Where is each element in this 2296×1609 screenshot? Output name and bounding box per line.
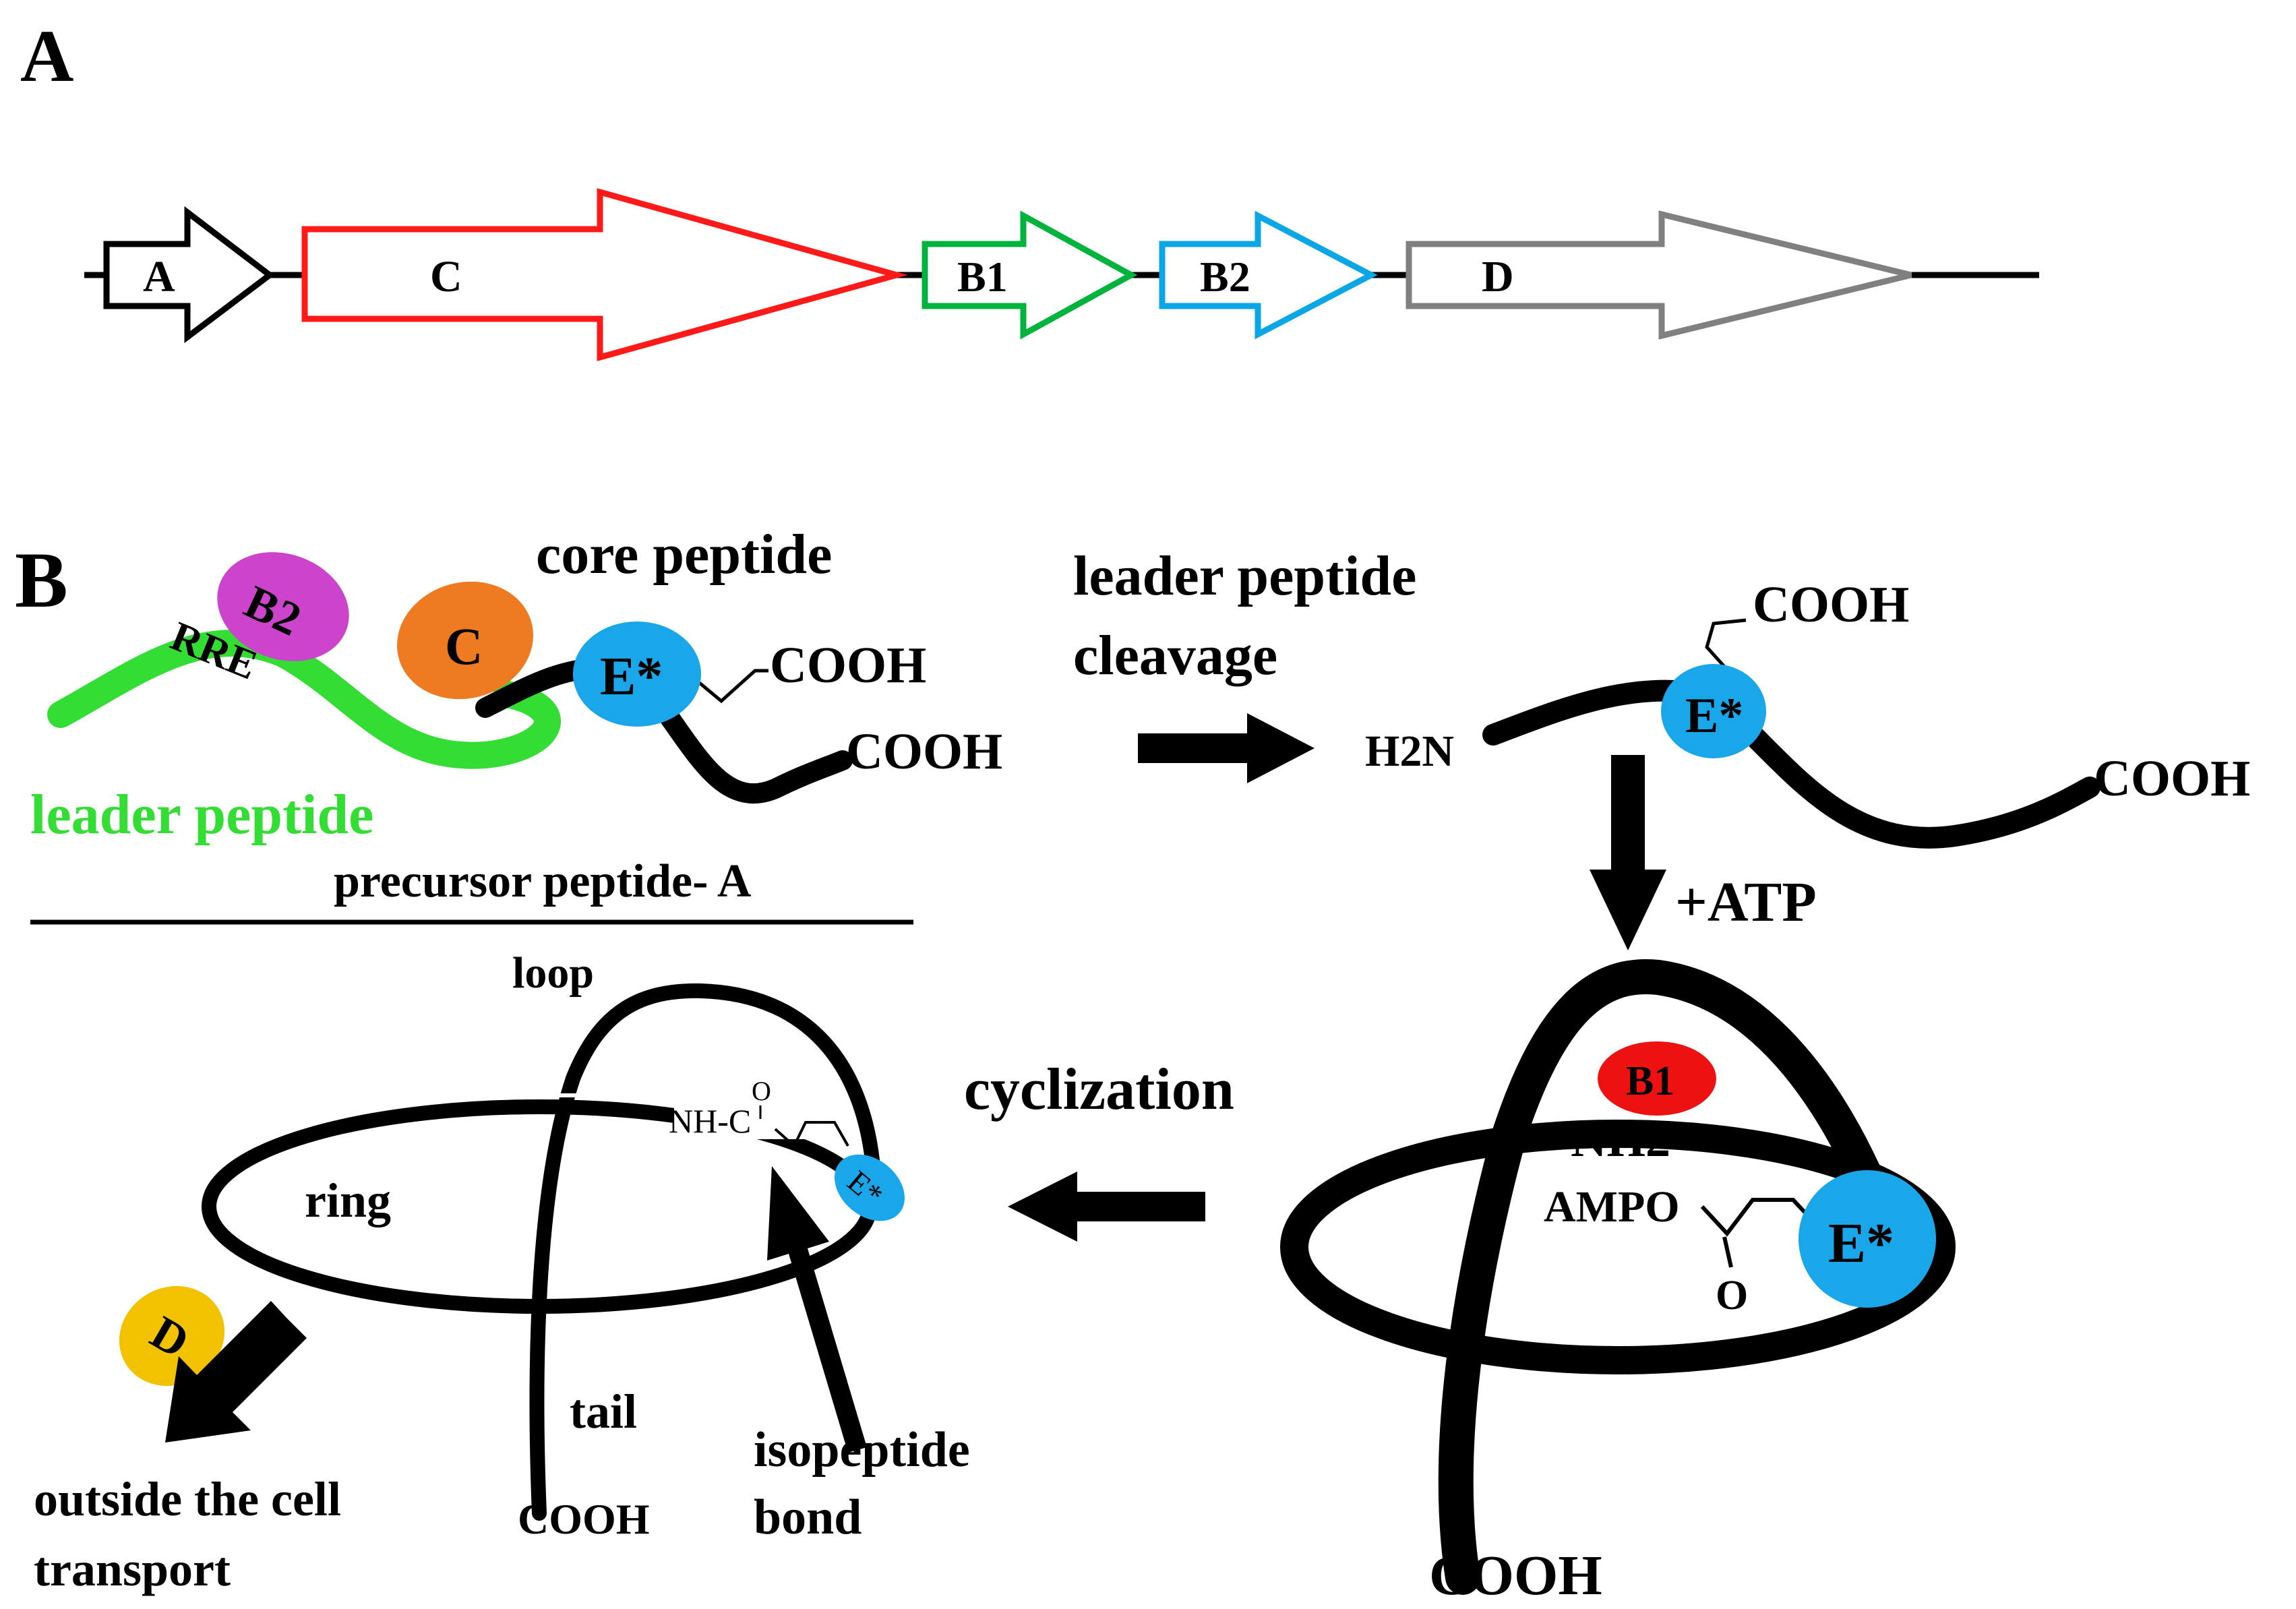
lasso-loop-tail-strand — [529, 983, 880, 1521]
b1-protein — [1598, 1041, 1716, 1116]
gene-arrow-c — [301, 188, 908, 361]
cleavage-label-line1: leader peptide — [1073, 545, 1416, 607]
c-protein-label: C — [445, 617, 483, 675]
gene-cluster: A C B1 B2 D — [84, 188, 2039, 361]
panel-a-label: A — [20, 15, 73, 97]
nh-c-label: NH-C — [669, 1102, 751, 1140]
ampo-label: AMPO — [1544, 1182, 1680, 1232]
cleaved-c-terminal-cooh: COOH — [2094, 750, 2250, 807]
side-chain-cooh-label: COOH — [770, 637, 926, 694]
activated-ring — [1280, 1120, 1956, 1374]
isopeptide-label-line2: bond — [754, 1490, 862, 1545]
gene-label-b1: B1 — [957, 253, 1008, 301]
core-peptide-strand-right — [657, 704, 853, 803]
nh2-label: NH2 — [1571, 1112, 1670, 1167]
ring-gap-mask — [674, 1099, 836, 1139]
carbonyl-o-label: O — [1716, 1273, 1748, 1318]
gene-label-a: A — [143, 252, 175, 301]
cyclization-label: cyclization — [964, 1057, 1234, 1122]
export-arrow — [165, 1301, 307, 1443]
cleaved-h2n-label: H2N — [1365, 727, 1454, 776]
b1-protein-label: B1 — [1626, 1058, 1674, 1104]
gene-arrow-b2 — [1159, 210, 1378, 340]
e-star-label: E* — [600, 647, 663, 706]
precursor-title: precursor peptide- A — [334, 855, 752, 907]
ring-label: ring — [305, 1174, 391, 1227]
isopeptide-o-label: O — [752, 1076, 771, 1106]
cleaved-peptide-strand-right — [1742, 724, 2101, 849]
cyclization-arrow — [1008, 1172, 1205, 1242]
gene-label-d: D — [1482, 252, 1514, 301]
carbonyl-double-bond — [1722, 1236, 1733, 1268]
activated-e-star-label: E* — [1828, 1212, 1894, 1275]
panel-b-label: B — [15, 536, 68, 624]
cleaved-glu-side-chain — [1705, 618, 1747, 675]
gene-arrow-a — [103, 206, 275, 344]
export-label-line2: transport — [34, 1542, 231, 1596]
export-label-line1: outside the cell — [34, 1472, 341, 1526]
c-terminal-cooh-label: COOH — [846, 723, 1002, 780]
cleavage-label-line2: cleavage — [1073, 624, 1277, 687]
leader-peptide-label: leader peptide — [30, 783, 373, 846]
glu-side-chain — [679, 666, 768, 704]
e-star-residue — [573, 621, 701, 727]
lasso-peptide: loop ring NH-C O E* tail COOH isopeptide… — [202, 948, 970, 1545]
lasso-cooh-label: COOH — [518, 1495, 650, 1543]
gene-arrow-d — [1406, 210, 1912, 340]
leader-peptide-strand — [47, 630, 561, 769]
loop-label: loop — [512, 948, 594, 998]
d-protein — [119, 1285, 225, 1387]
gene-arrow-b1 — [922, 210, 1138, 340]
isopeptide-chain — [774, 1121, 849, 1149]
gene-label-b2: B2 — [1200, 253, 1250, 301]
activated-intermediate: B1 NH2 AMPO O E* COOH — [1280, 959, 1956, 1607]
cleaved-e-star-residue — [1661, 664, 1766, 758]
atp-arrow — [1590, 755, 1666, 950]
activated-e-star-residue — [1799, 1170, 1936, 1308]
export-step: D outside the cell transport — [34, 1285, 341, 1596]
atp-label: +ATP — [1675, 871, 1817, 934]
isopeptide-label-line1: isopeptide — [754, 1422, 970, 1478]
isopeptide-pointer-arrow — [767, 1166, 867, 1453]
tail-label: tail — [570, 1385, 637, 1438]
precursor-peptide: B2 RRE C E* core peptide COOH COOH leade… — [30, 523, 1002, 925]
cleaved-e-star-label: E* — [1685, 688, 1743, 743]
cleaved-side-chain-cooh: COOH — [1753, 576, 1909, 633]
lasso-e-star-residue — [835, 1154, 905, 1221]
acyl-adenylate-chain — [1700, 1198, 1814, 1237]
c-protein — [396, 581, 534, 700]
cleavage-step: leader peptide cleavage H2N E* COOH COOH — [1073, 545, 2250, 849]
gene-label-c: C — [430, 252, 462, 301]
b2-protein — [217, 552, 349, 661]
activated-cooh-label: COOH — [1429, 1544, 1602, 1607]
cleavage-arrow — [1138, 713, 1315, 783]
activated-loop-strand — [1438, 959, 1881, 1595]
core-peptide-label: core peptide — [536, 523, 832, 586]
